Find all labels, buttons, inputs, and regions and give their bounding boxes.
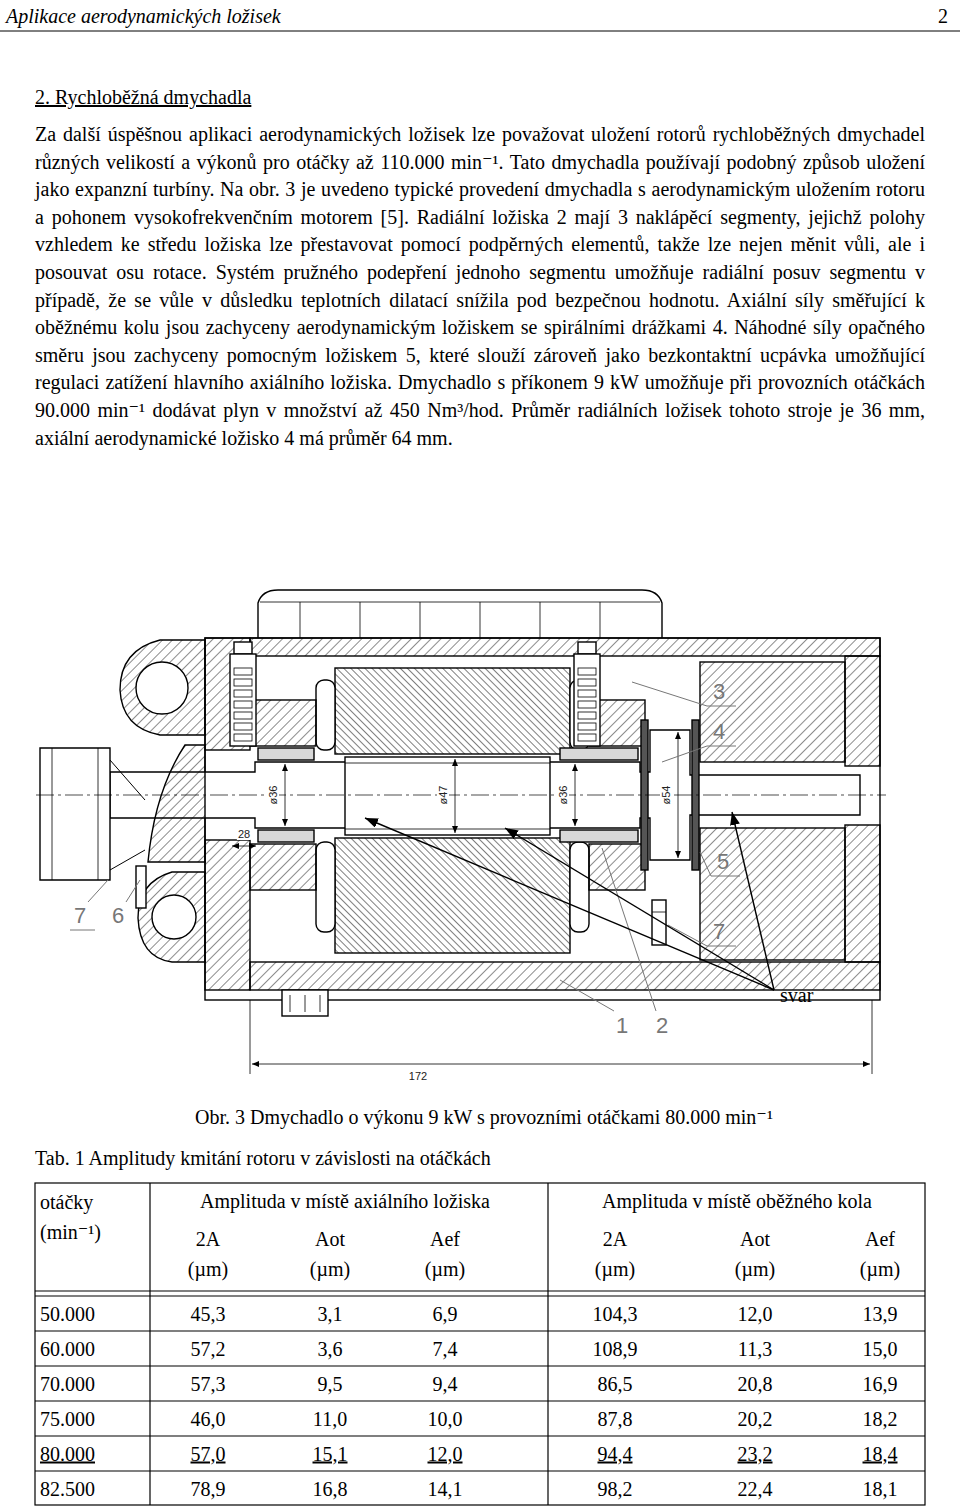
dimension-label: 28 — [237, 828, 251, 840]
table-cell: 18,2 — [863, 1407, 898, 1430]
weld-label: svar — [780, 984, 813, 1007]
table-cell: 9,4 — [433, 1372, 458, 1395]
table-cell: 15,0 — [863, 1337, 898, 1360]
figure-caption: Obr. 3 Dmychadlo o výkonu 9 kW s provozn… — [195, 1105, 773, 1129]
table-cell: 70.000 — [40, 1372, 95, 1395]
table-cell: 94,4 — [598, 1442, 633, 1465]
table-header-cell: Amplituda v místě oběžného kola — [602, 1190, 872, 1213]
table-cell: 16,8 — [313, 1477, 348, 1500]
table-header-cell: Aef (µm) — [852, 1224, 908, 1284]
running-header: Aplikace aerodynamických ložisek — [6, 5, 281, 28]
table-cell: 12,0 — [738, 1302, 773, 1325]
table-cell: 20,2 — [738, 1407, 773, 1430]
table-cell: 7,4 — [433, 1337, 458, 1360]
table-header-cell: otáčky (min⁻¹) — [40, 1187, 140, 1247]
callout-number: 7 — [713, 919, 725, 945]
table-cell: 18,4 — [863, 1442, 898, 1465]
page-number: 2 — [938, 5, 948, 28]
table-header-cell: 2A (µm) — [180, 1224, 236, 1284]
callout-number: 7 — [74, 903, 86, 929]
table-cell: 50.000 — [40, 1302, 95, 1325]
callout-number: 4 — [713, 719, 725, 745]
table-cell: 3,6 — [318, 1337, 343, 1360]
dimension-label: ø54 — [660, 785, 672, 806]
table-cell: 75.000 — [40, 1407, 95, 1430]
table-cell: 20,8 — [738, 1372, 773, 1395]
table-cell: 10,0 — [428, 1407, 463, 1430]
table-cell: 14,1 — [428, 1477, 463, 1500]
table-cell: 12,0 — [428, 1442, 463, 1465]
table-header-cell: Aot (µm) — [302, 1224, 358, 1284]
table-cell: 15,1 — [313, 1442, 348, 1465]
callout-number: 3 — [713, 679, 725, 705]
table-cell: 16,9 — [863, 1372, 898, 1395]
table-cell: 11,3 — [738, 1337, 772, 1360]
table-cell: 57,2 — [191, 1337, 226, 1360]
table-title: Tab. 1 Amplitudy kmitání rotoru v závisl… — [35, 1147, 491, 1170]
table-cell: 104,3 — [593, 1302, 638, 1325]
table-cell: 11,0 — [313, 1407, 347, 1430]
table-cell: 98,2 — [598, 1477, 633, 1500]
table-header-cell: Aef (µm) — [417, 1224, 473, 1284]
table-cell: 3,1 — [318, 1302, 343, 1325]
callout-number: 2 — [656, 1013, 668, 1039]
table-cell: 57,0 — [191, 1442, 226, 1465]
table-cell: 78,9 — [191, 1477, 226, 1500]
table-cell: 18,1 — [863, 1477, 898, 1500]
table-cell: 13,9 — [863, 1302, 898, 1325]
table-cell: 60.000 — [40, 1337, 95, 1360]
table-cell: 57,3 — [191, 1372, 226, 1395]
section-heading: 2. Rychloběžná dmychadla — [35, 86, 251, 109]
table-cell: 86,5 — [598, 1372, 633, 1395]
table-cell: 46,0 — [191, 1407, 226, 1430]
callout-number: 5 — [717, 849, 729, 875]
dimension-label: ø36 — [267, 785, 279, 806]
table-cell: 22,4 — [738, 1477, 773, 1500]
table-cell: 80.000 — [40, 1442, 95, 1465]
dimension-label: 172 — [408, 1070, 428, 1082]
table-cell: 87,8 — [598, 1407, 633, 1430]
table-cell: 82.500 — [40, 1477, 95, 1500]
dimension-label: ø47 — [437, 785, 449, 806]
callout-number: 1 — [616, 1013, 628, 1039]
table-header-cell: Amplituda v místě axiálního ložiska — [200, 1190, 490, 1213]
dimension-label: ø36 — [557, 785, 569, 806]
body-paragraph: Za další úspěšnou aplikaci aerodynamický… — [35, 121, 925, 452]
table-cell: 9,5 — [318, 1372, 343, 1395]
table-header-cell: 2A (µm) — [587, 1224, 643, 1284]
callout-number: 6 — [112, 903, 124, 929]
table-header-cell: Aot (µm) — [727, 1224, 783, 1284]
table-cell: 6,9 — [433, 1302, 458, 1325]
table-cell: 45,3 — [191, 1302, 226, 1325]
table-cell: 23,2 — [738, 1442, 773, 1465]
table-cell: 108,9 — [593, 1337, 638, 1360]
